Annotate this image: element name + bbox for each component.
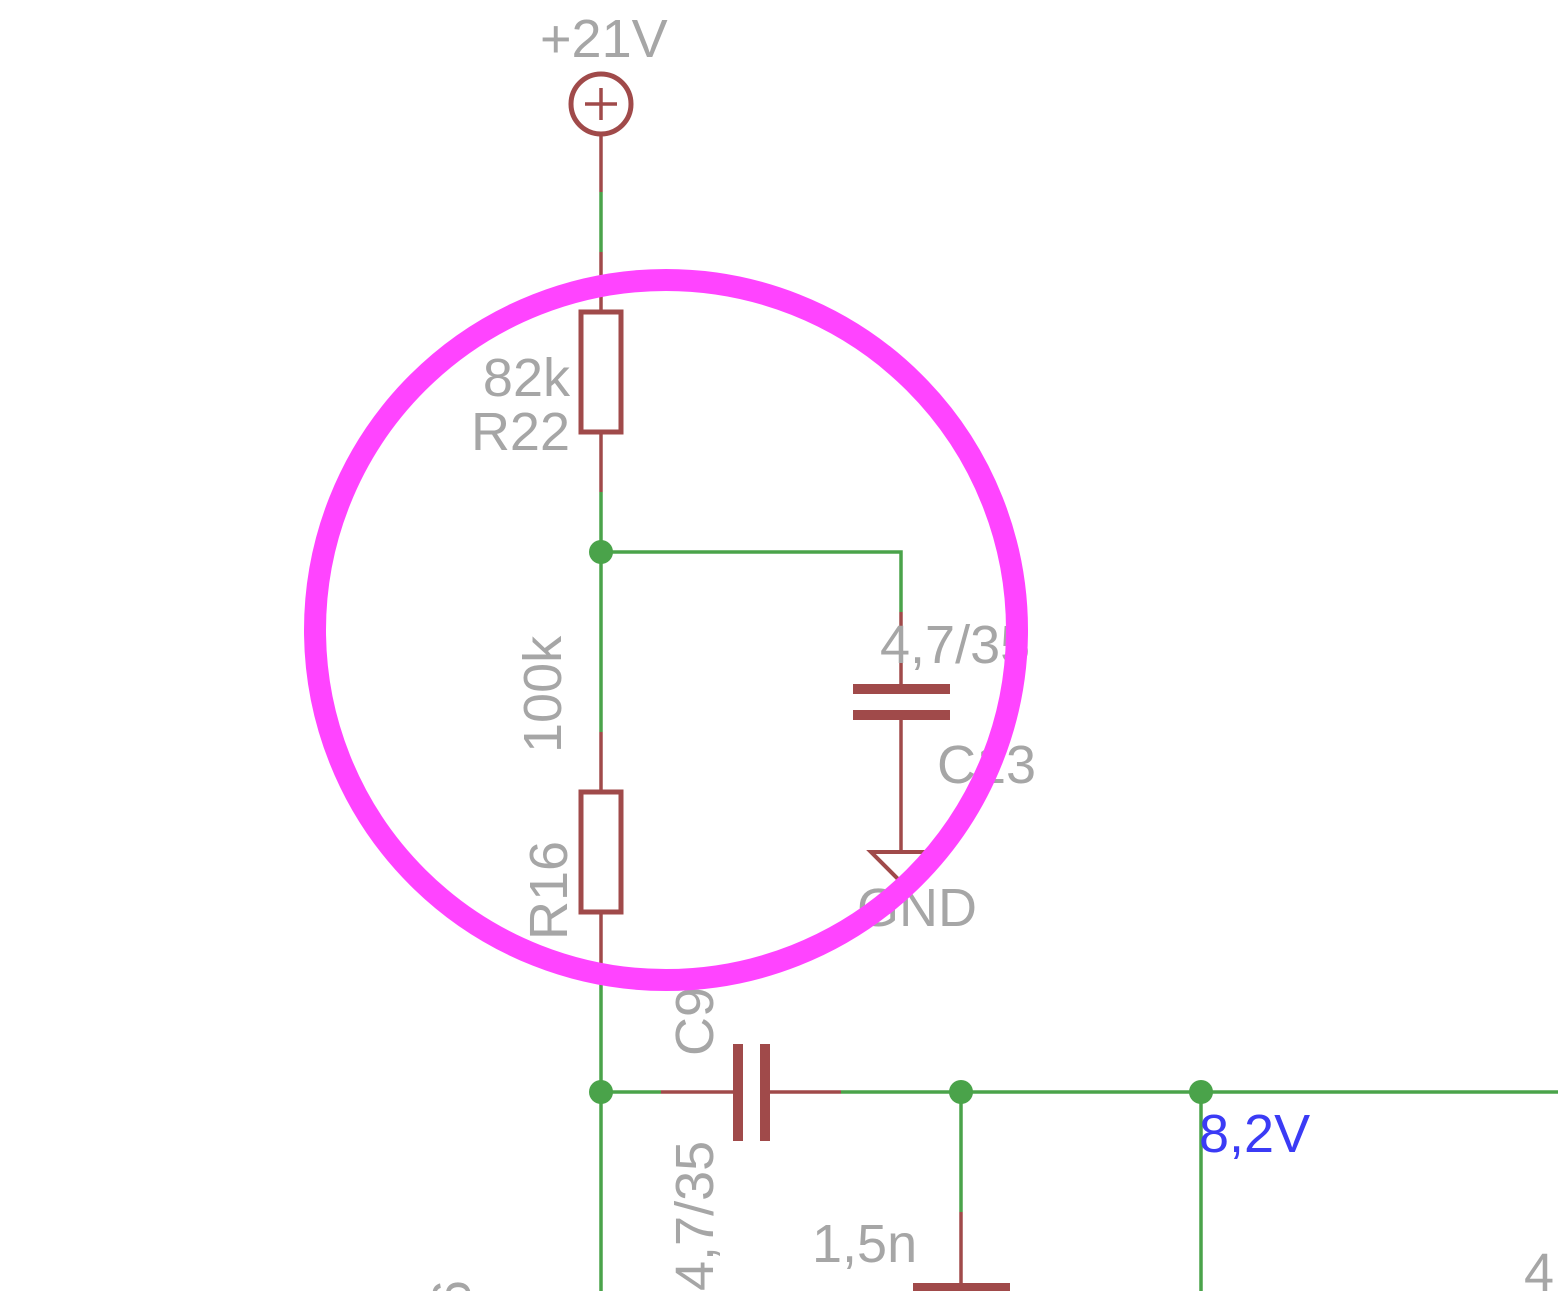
capacitor-c9 xyxy=(733,1044,770,1141)
cut-off-label-right: 4 xyxy=(1524,1243,1554,1291)
r16-name-label: R16 xyxy=(519,841,579,940)
supply-label: +21V xyxy=(540,9,668,69)
c9-name-label: C9 xyxy=(665,987,725,1056)
resistor-r22 xyxy=(578,309,624,435)
highlight-circle xyxy=(304,269,1028,991)
r16-value-label: 100k xyxy=(513,635,573,753)
wire-to-c13 xyxy=(601,550,903,612)
junction-dot xyxy=(589,1080,613,1104)
c9-value-label: 4,7/35 xyxy=(665,1141,725,1291)
net-voltage-label: 8,2V xyxy=(1199,1104,1310,1164)
supply-symbol xyxy=(568,71,634,192)
resistor-r16 xyxy=(578,789,624,915)
junction-dot xyxy=(1189,1080,1213,1104)
junction-dot xyxy=(949,1080,973,1104)
capacitor-15n-plate xyxy=(913,1283,1010,1291)
r22-value-label: 82k xyxy=(483,348,571,408)
cut-off-label-left: 6 xyxy=(422,1280,482,1291)
wires xyxy=(599,192,1558,1291)
r22-name-label: R22 xyxy=(471,402,570,462)
cap-15n-value-label: 1,5n xyxy=(812,1214,917,1274)
junction-dot xyxy=(589,540,613,564)
capacitor-c13 xyxy=(853,684,950,720)
